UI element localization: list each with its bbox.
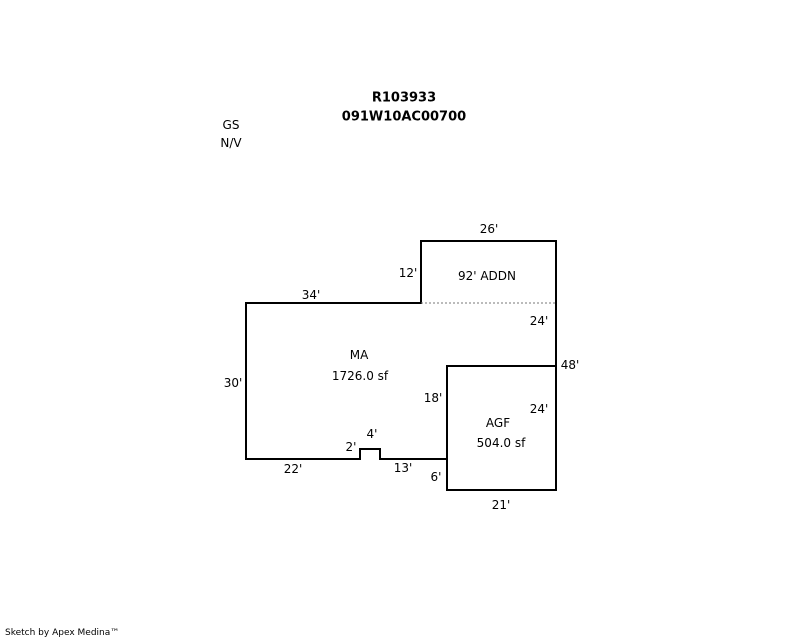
garage-size: 504.0 sf bbox=[476, 436, 526, 450]
garage-outline bbox=[446, 365, 557, 491]
main-area-size: 1726.0 sf bbox=[331, 369, 389, 383]
dim-garage-right: 24' bbox=[529, 402, 549, 416]
dim-notch-height: 2' bbox=[345, 440, 357, 454]
map-number: 091W10AC00700 bbox=[341, 109, 467, 125]
dim-right-total: 48' bbox=[560, 358, 580, 372]
dim-bottom-right: 13' bbox=[393, 461, 413, 475]
garage-label: AGF bbox=[485, 416, 511, 430]
addition-label: 92' ADDN bbox=[457, 269, 517, 283]
note-status: N/V bbox=[220, 136, 242, 150]
dim-bottom-left: 22' bbox=[283, 462, 303, 476]
note-code: GS bbox=[222, 118, 240, 132]
dim-addn-right: 24' bbox=[529, 314, 549, 328]
dim-garage-bottom: 21' bbox=[491, 498, 511, 512]
dim-addn-left: 12' bbox=[398, 266, 418, 280]
dim-main-left: 30' bbox=[223, 376, 243, 390]
dim-top-addn: 26' bbox=[479, 222, 499, 236]
main-area-label: MA bbox=[349, 348, 369, 362]
dim-garage-step: 6' bbox=[430, 470, 442, 484]
dim-main-top: 34' bbox=[301, 288, 321, 302]
parcel-id: R103933 bbox=[371, 90, 437, 106]
sketch-credit: Sketch by Apex Medina™ bbox=[5, 628, 120, 638]
dim-garage-left: 18' bbox=[423, 391, 443, 405]
dim-notch-width: 4' bbox=[366, 427, 378, 441]
